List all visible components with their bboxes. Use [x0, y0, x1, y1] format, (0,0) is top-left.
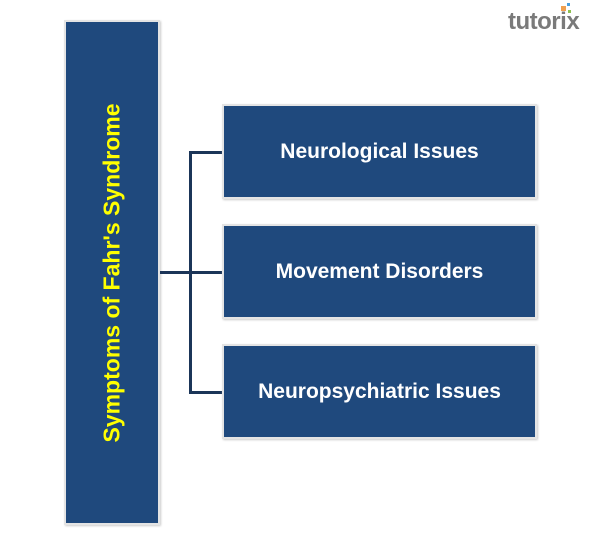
logo-dot-blue [567, 3, 570, 6]
connector-branch-3 [189, 391, 223, 394]
main-topic-title: Symptoms of Fahr's Syndrome [98, 102, 125, 443]
logo-text: tutorix [508, 8, 580, 35]
connector-branch-2 [189, 271, 223, 274]
main-topic-box: Symptoms of Fahr's Syndrome [64, 20, 160, 525]
symptom-box-neurological: Neurological Issues [222, 104, 537, 199]
symptom-box-neuropsychiatric: Neuropsychiatric Issues [222, 344, 537, 439]
connector-trunk [160, 271, 192, 274]
symptom-label: Movement Disorders [275, 259, 484, 283]
symptom-box-movement: Movement Disorders [222, 224, 537, 319]
symptom-label: Neuropsychiatric Issues [258, 379, 501, 403]
logo-dot-orange [561, 6, 566, 11]
logo-dot-green [568, 10, 571, 13]
tutorix-logo: tutorix [508, 3, 580, 36]
symptom-label: Neurological Issues [280, 139, 479, 163]
connector-branch-1 [189, 151, 223, 154]
